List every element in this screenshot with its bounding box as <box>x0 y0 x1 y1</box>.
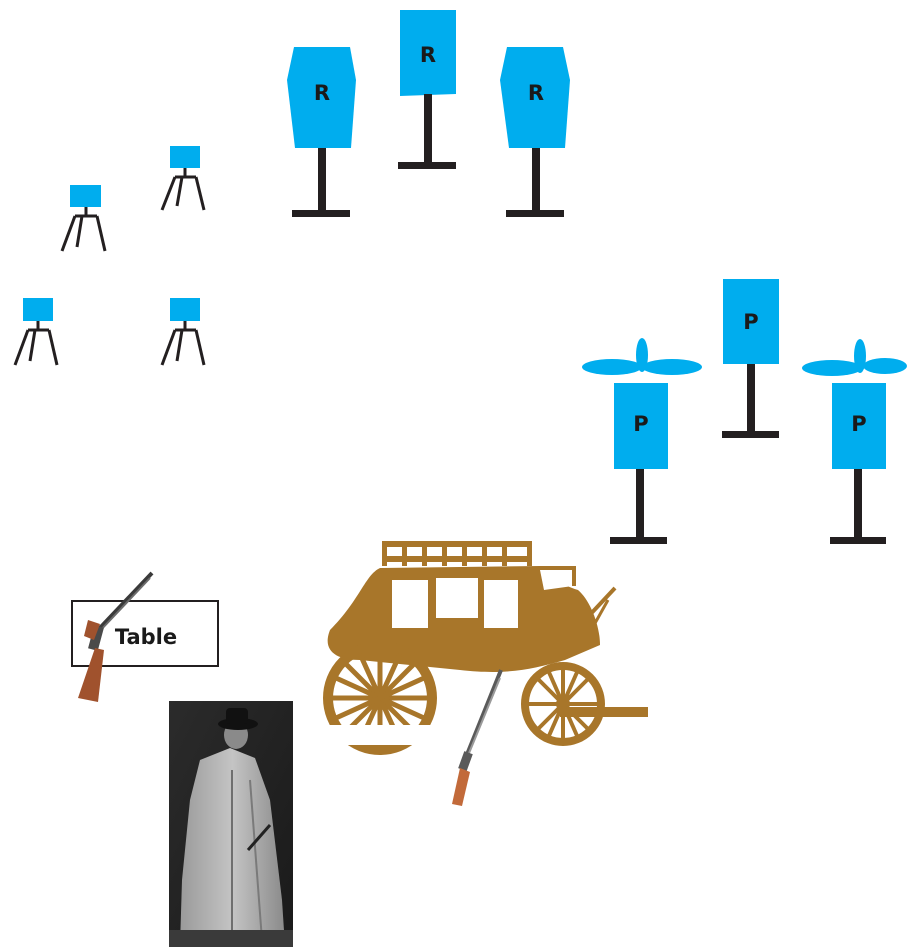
rifle-target-right-label: R <box>528 81 544 105</box>
rifle-icon <box>452 669 503 806</box>
pistol-target-right-label: P <box>851 412 866 436</box>
small-target-2 <box>60 185 107 252</box>
table-label: Table <box>115 625 177 649</box>
pistol-target-left: P <box>582 338 702 544</box>
stagecoach-icon <box>320 541 648 755</box>
rifle-target-center-label: R <box>420 43 436 67</box>
rifle-target-center: R <box>398 10 456 169</box>
pistol-target-right: P <box>802 339 907 544</box>
rifle-target-left-label: R <box>314 81 330 105</box>
small-target-4 <box>160 298 206 366</box>
cowboy-shooter-photo <box>169 701 293 947</box>
pistol-target-center: P <box>722 279 779 438</box>
rifle-target-left: R <box>287 47 356 217</box>
small-target-3 <box>13 298 59 366</box>
pistol-target-left-label: P <box>633 412 648 436</box>
rifle-icon <box>78 571 154 702</box>
small-target-1 <box>160 146 206 211</box>
rifle-target-right: R <box>500 47 570 217</box>
pistol-target-center-label: P <box>743 310 758 334</box>
